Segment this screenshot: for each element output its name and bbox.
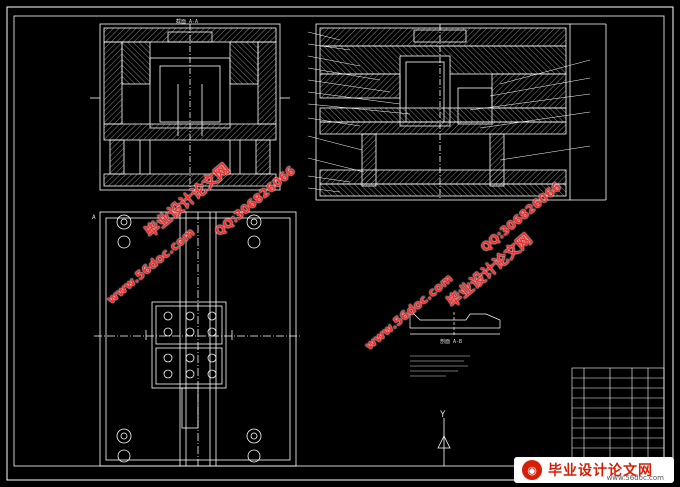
side-section-view bbox=[315, 23, 607, 201]
plan-view bbox=[94, 211, 302, 467]
inner-border bbox=[13, 15, 665, 467]
logo-mark-icon: ◉ bbox=[522, 460, 542, 480]
logo-url: www.56doc.com bbox=[606, 474, 664, 482]
y-axis-label: Y bbox=[440, 410, 446, 420]
outer-border bbox=[6, 6, 674, 481]
site-logo[interactable]: ◉ 毕业设计论文网 www.56doc.com bbox=[514, 457, 674, 483]
cavity-holes bbox=[163, 311, 217, 379]
section-a-a-label: 截面 A-A bbox=[176, 19, 199, 25]
section-view-label: 剖面 A-B bbox=[440, 339, 463, 345]
title-block bbox=[571, 367, 665, 459]
technical-notes bbox=[410, 355, 470, 377]
logo-name: 毕业设计论文网 bbox=[548, 463, 653, 479]
section-marker-a: A bbox=[92, 214, 96, 221]
y-axis-symbol bbox=[437, 418, 451, 466]
part-detail bbox=[409, 312, 501, 336]
front-section-view bbox=[90, 23, 290, 191]
leader-lines bbox=[307, 31, 591, 193]
